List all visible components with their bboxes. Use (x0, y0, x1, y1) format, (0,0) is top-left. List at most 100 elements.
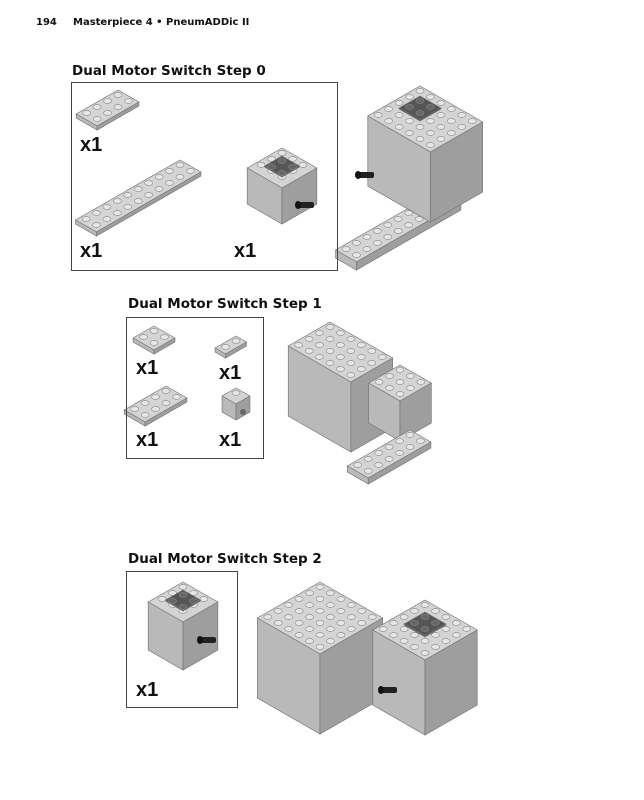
stud-icon (325, 336, 335, 342)
stud-icon (385, 385, 394, 391)
stud-icon (405, 130, 414, 136)
stud-icon (178, 584, 188, 590)
stud-icon (384, 456, 394, 462)
stud-icon (405, 118, 414, 124)
stud-icon (315, 354, 324, 360)
stud-icon (457, 112, 467, 118)
stud-icon (441, 638, 451, 644)
stud-icon (305, 602, 314, 608)
stud-icon (102, 204, 112, 210)
stud-icon (399, 626, 409, 632)
stud-icon (426, 104, 435, 110)
stud-icon (441, 614, 451, 620)
stud-icon (415, 110, 425, 116)
stud-icon (389, 632, 398, 638)
stud-icon (160, 334, 169, 340)
stud-icon (395, 379, 405, 385)
stud-icon (426, 94, 435, 100)
stud-icon (395, 391, 405, 397)
stud-icon (178, 604, 188, 610)
stud-icon (149, 328, 159, 334)
stud-icon (288, 164, 297, 170)
stud-icon (102, 216, 112, 222)
stud-icon (336, 596, 346, 602)
stud-icon (304, 348, 314, 354)
stud-icon (151, 394, 160, 400)
stud-icon (431, 608, 440, 614)
stud-icon (441, 626, 451, 632)
stud-icon (395, 438, 404, 444)
stud-icon (377, 354, 387, 360)
stud-icon (415, 136, 425, 142)
stud-icon (420, 650, 430, 656)
stud-icon (305, 614, 314, 620)
stud-icon (346, 372, 356, 378)
stud-icon (326, 602, 335, 608)
stud-icon (336, 620, 346, 626)
stud-icon (273, 608, 283, 614)
stud-icon (352, 252, 361, 258)
plate-2x10-side (96, 171, 202, 237)
stud-icon (124, 98, 133, 104)
dark-center-side (424, 623, 447, 638)
plate-2x4-side (144, 397, 188, 427)
stud-icon (315, 330, 324, 336)
stud-icon (168, 598, 177, 604)
stud-icon (394, 112, 404, 118)
stud-icon (420, 602, 430, 608)
stud-icon (447, 106, 456, 112)
stud-icon (414, 216, 424, 222)
stud-icon (383, 234, 393, 240)
stud-icon (416, 379, 426, 385)
plate-1x2-side (225, 341, 247, 359)
stud-icon (362, 246, 372, 252)
stud-icon (154, 186, 164, 192)
stud-icon (462, 626, 472, 632)
stud-icon (273, 620, 283, 626)
stud-icon (431, 620, 440, 626)
stud-icon (426, 118, 435, 124)
step-1-parts-list (126, 317, 264, 459)
stud-icon (420, 626, 430, 632)
stud-icon (431, 632, 440, 638)
stud-icon (231, 390, 241, 396)
plate-2x4-side (96, 101, 140, 131)
stud-icon (404, 222, 413, 228)
stud-icon (144, 192, 153, 198)
stud-icon (378, 626, 388, 632)
stud-icon (165, 180, 174, 186)
stud-icon (315, 644, 325, 650)
axle-icon (358, 172, 374, 178)
page-number: 194 (36, 17, 57, 28)
stud-icon (384, 444, 394, 450)
stud-icon (305, 626, 314, 632)
stud-icon (256, 162, 266, 168)
stud-icon (315, 342, 324, 348)
stud-icon (436, 112, 446, 118)
stud-icon (436, 124, 446, 130)
stud-icon (294, 620, 304, 626)
lower-plate-side (367, 441, 432, 485)
stud-icon (367, 360, 377, 366)
stud-icon (103, 98, 112, 104)
stud-icon (420, 614, 430, 620)
stud-icon (168, 590, 177, 596)
stud-icon (113, 198, 122, 204)
stud-icon (113, 92, 123, 98)
stud-icon (336, 342, 345, 348)
stud-icon (384, 106, 393, 112)
axle-icon (355, 171, 361, 179)
stud-icon (161, 388, 171, 394)
stud-icon (284, 602, 293, 608)
stud-icon (383, 222, 393, 228)
stud-icon (284, 626, 293, 632)
stud-icon (326, 626, 335, 632)
stud-icon (231, 338, 241, 344)
stud-icon (133, 198, 143, 204)
stud-icon (362, 234, 372, 240)
stud-icon (175, 174, 185, 180)
stud-icon (277, 158, 287, 164)
stud-icon (347, 602, 356, 608)
stud-icon (374, 379, 384, 385)
